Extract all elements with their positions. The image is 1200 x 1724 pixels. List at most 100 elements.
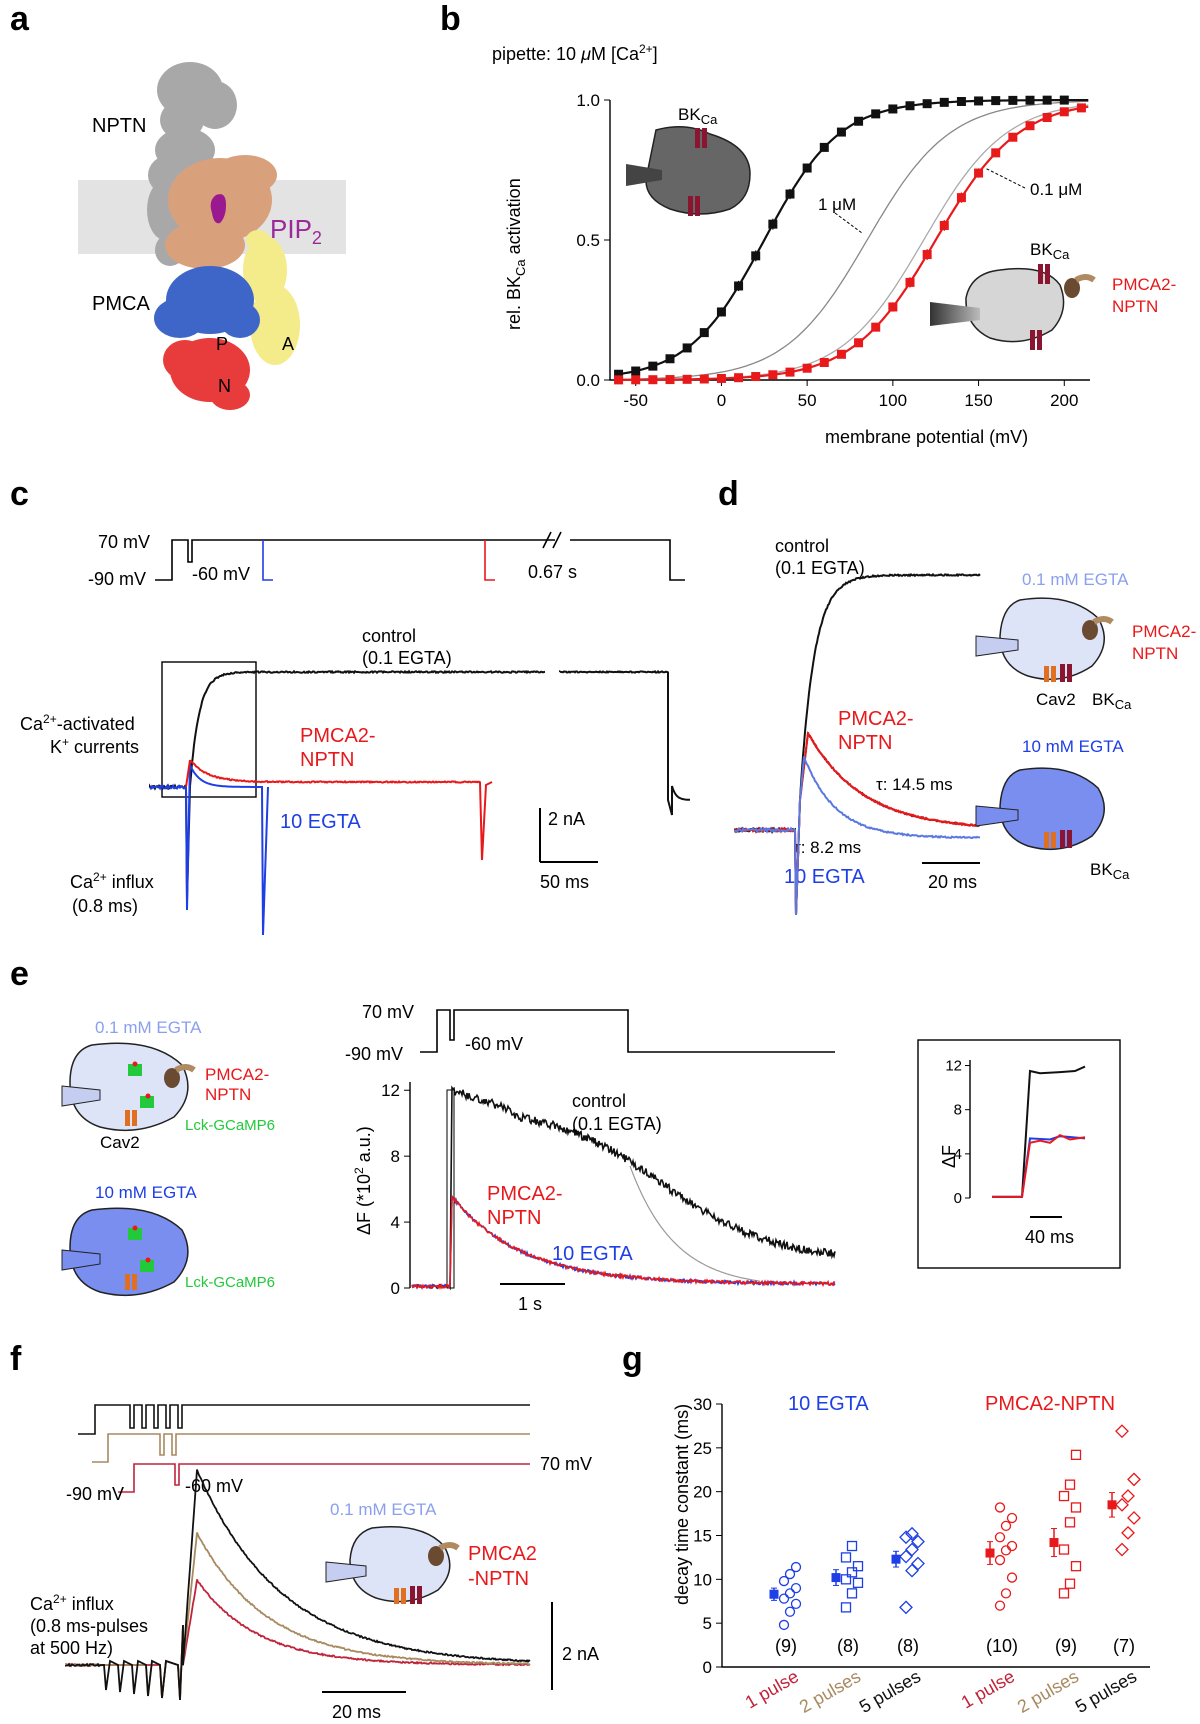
- chart-b-point: [802, 163, 812, 173]
- f-v70: 70 mV: [540, 1454, 592, 1474]
- chart-g-mean: [1107, 1500, 1117, 1510]
- e-control-1: control: [572, 1091, 626, 1111]
- panel-b-title: pipette: 10 μM [Ca2+]: [492, 42, 658, 64]
- chart-g-ytick-label: 5: [703, 1614, 712, 1633]
- chart-b-point: [974, 96, 984, 106]
- chart-b-ytick-label: 0.5: [576, 231, 600, 250]
- d-current-traces: [734, 572, 981, 916]
- chart-b-point: [614, 375, 624, 385]
- chart-g-point: [1058, 1588, 1070, 1599]
- chart-b-point: [871, 322, 881, 332]
- chart-g-point: [784, 1606, 796, 1617]
- chart-b-point: [836, 127, 846, 137]
- chart-b-point: [648, 375, 658, 385]
- d-control-1: control: [775, 536, 829, 556]
- label-a-domain: A: [282, 334, 294, 354]
- e-cav2: Cav2: [100, 1133, 140, 1152]
- f-trace-1-pulse: [65, 1579, 531, 1701]
- chart-b-point: [854, 338, 864, 348]
- chart-b-point: [785, 367, 795, 377]
- chart-e-ytick-label: 8: [391, 1147, 400, 1166]
- chart-b-point: [682, 343, 692, 353]
- e-gcamp-1: Lck-GCaMP6: [185, 1117, 275, 1134]
- e-cell-high-egta: [61, 1207, 189, 1297]
- panel-label-c: c: [10, 475, 29, 513]
- chart-g-point: [899, 1530, 913, 1545]
- f-trace-5-pulses: [65, 1469, 531, 1701]
- chart-g-point: [911, 1534, 925, 1549]
- f-vm90: -90 mV: [66, 1484, 124, 1504]
- cell-cartoon-bkca: BKCa: [626, 105, 751, 216]
- f-scale-y: 2 nA: [562, 1644, 599, 1664]
- chart-g-count: (8): [897, 1636, 919, 1656]
- pmca-n-domain: [163, 338, 250, 410]
- panel-label-a: a: [10, 0, 30, 38]
- chart-b-xlabel: membrane potential (mV): [825, 427, 1028, 447]
- e-control-2: (0.1 EGTA): [572, 1114, 662, 1134]
- e-trace-pmca: [411, 1194, 836, 1290]
- chart-b-point: [819, 358, 829, 368]
- chart-g-point: [1064, 1517, 1076, 1528]
- e-vm60: -60 mV: [465, 1034, 523, 1054]
- chart-g-point: [846, 1540, 858, 1552]
- inset-trace-10egta: [992, 1135, 1086, 1198]
- chart-g-count: (9): [775, 1636, 797, 1656]
- chart-g-point: [1058, 1544, 1070, 1555]
- c-vm90: -90 mV: [88, 569, 146, 589]
- chart-b-point: [1008, 132, 1018, 142]
- chart-b-point: [716, 307, 726, 317]
- f-trace-2-pulses: [65, 1532, 531, 1701]
- chart-g-point: [994, 1600, 1006, 1611]
- pmca-p-domain: [154, 266, 260, 338]
- f-scale-x: 20 ms: [332, 1702, 381, 1722]
- inset-trace-pmca: [992, 1133, 1086, 1198]
- e-trace-control: [411, 1085, 836, 1291]
- voltage-protocol-e: [420, 1009, 835, 1053]
- g-egta10: 10 EGTA: [788, 1393, 869, 1415]
- chart-b-point: [1008, 95, 1018, 105]
- d-egta01: 0.1 mM EGTA: [1022, 570, 1129, 589]
- chart-g-point: [790, 1598, 802, 1610]
- chart-b-point: [956, 96, 966, 106]
- chart-e-ytick-label: 0: [391, 1279, 400, 1298]
- e-trace-pmca-2: NPTN: [487, 1207, 541, 1229]
- chart-g-point: [1115, 1497, 1129, 1512]
- e-pmca-1: PMCA2-: [205, 1065, 269, 1084]
- chart-g-axes: [721, 1404, 1150, 1668]
- chart-g-ytick-label: 30: [693, 1395, 712, 1414]
- chart-b-point: [1042, 112, 1052, 122]
- chart-g-mean: [831, 1573, 841, 1583]
- leader-1um: [834, 212, 863, 234]
- label-1um: 1 μM: [818, 195, 856, 214]
- chart-b-point: [751, 372, 761, 382]
- chart-g-point: [778, 1575, 790, 1587]
- chart-g-point: [778, 1593, 790, 1604]
- e-inset-frame: [917, 1039, 1121, 1269]
- f-pmca-1: PMCA2: [468, 1543, 537, 1565]
- chart-b-point: [665, 354, 675, 364]
- d-cav2: Cav2: [1036, 690, 1076, 709]
- d-cell-low-egta: [975, 597, 1114, 682]
- chart-g-point: [1127, 1511, 1141, 1525]
- chart-b-point: [648, 361, 658, 371]
- c-scale-x: 50 ms: [540, 872, 589, 892]
- leader-01um: [984, 167, 1026, 189]
- e-trace-egta10: 10 EGTA: [552, 1243, 633, 1265]
- c-vm60: -60 mV: [192, 564, 250, 584]
- f-influx-1: Ca2+ influx: [30, 1592, 114, 1614]
- c-trace-pmca: [185, 759, 493, 861]
- chart-g-ytick-label: 10: [693, 1570, 712, 1589]
- chart-g-point: [994, 1554, 1006, 1566]
- c-trace-control: [149, 669, 546, 901]
- chart-b-point: [1059, 107, 1069, 117]
- chart-g-point: [899, 1549, 913, 1564]
- chart-e-ytick-label: 4: [391, 1213, 400, 1232]
- c-control-2: (0.1 EGTA): [362, 648, 452, 668]
- chart-b-point: [716, 373, 726, 383]
- e-ylabel: ΔF (*102 a.u.): [352, 1126, 374, 1235]
- chart-b-xtick-label: -50: [623, 391, 648, 410]
- panel-label-f: f: [10, 1340, 22, 1378]
- chart-b-point: [614, 369, 624, 379]
- d-control-2: (0.1 EGTA): [775, 558, 865, 578]
